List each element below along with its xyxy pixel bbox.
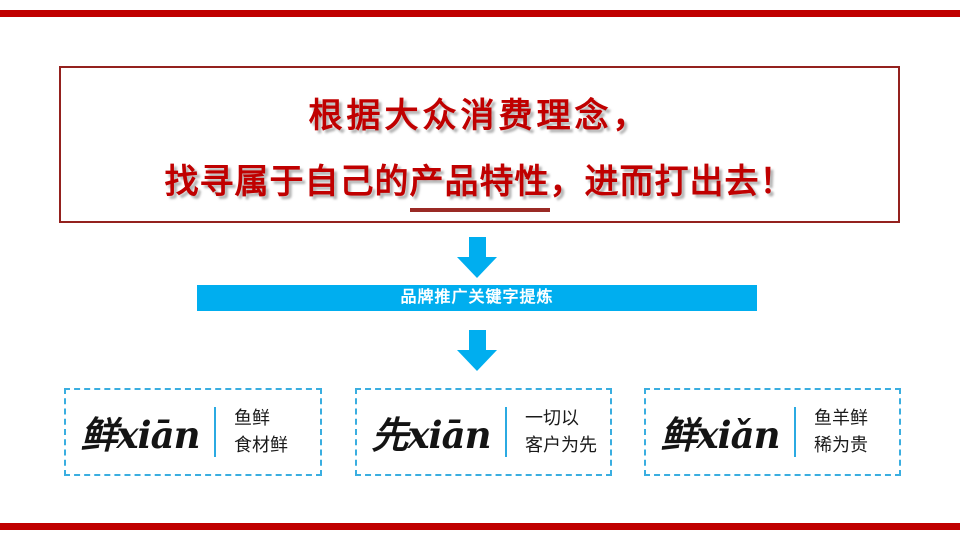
keyword-box-xian-rare: 鲜xiǎn 鱼羊鲜 稀为贵 [644, 388, 901, 476]
keyword-description-line: 鱼羊鲜 [814, 408, 868, 428]
keyword-box-xian-fresh: 鲜xiān 鱼鲜 食材鲜 [64, 388, 322, 476]
headline-line-2-prefix: 找寻属于自己的 [164, 162, 410, 202]
calligraphy-wordmark: 鲜xiǎn [660, 413, 781, 457]
vertical-divider [794, 407, 796, 457]
headline-box: 根据大众消费理念， 找寻属于自己的产品特性，进而打出去！ [59, 66, 900, 223]
calligraphy-wordmark: 鲜xiān [80, 413, 201, 457]
down-arrow-icon [457, 330, 497, 371]
top-accent-bar [0, 10, 960, 17]
keyword-description-line: 鱼鲜 [234, 408, 270, 428]
vertical-divider [214, 407, 216, 457]
keyword-description-line: 客户为先 [525, 435, 597, 455]
down-arrow-shaft [468, 330, 486, 350]
headline-line-1: 根据大众消费理念， [308, 96, 651, 136]
headline-line-2: 找寻属于自己的产品特性，进而打出去！ [61, 154, 898, 212]
keyword-box-xian-first: 先xiān 一切以 客户为先 [355, 388, 612, 476]
keyword-extraction-banner: 品牌推广关键字提炼 [197, 285, 757, 311]
down-arrow-head [457, 257, 497, 278]
down-arrow-head [457, 350, 497, 371]
headline-line-2-suffix: ，进而打出去！ [549, 162, 795, 202]
keyword-description: 一切以 客户为先 [525, 405, 597, 459]
keyword-description-line: 一切以 [525, 408, 579, 428]
headline-underlined-keyword: 产品特性 [409, 154, 550, 212]
bottom-accent-bar [0, 523, 960, 530]
down-arrow-shaft [468, 237, 486, 257]
keyword-description-line: 食材鲜 [234, 435, 288, 455]
keyword-description-line: 稀为贵 [814, 435, 868, 455]
calligraphy-wordmark: 先xiān [371, 413, 492, 457]
keyword-description: 鱼羊鲜 稀为贵 [814, 405, 868, 459]
vertical-divider [505, 407, 507, 457]
keyword-description: 鱼鲜 食材鲜 [234, 405, 288, 459]
down-arrow-icon [457, 237, 497, 278]
